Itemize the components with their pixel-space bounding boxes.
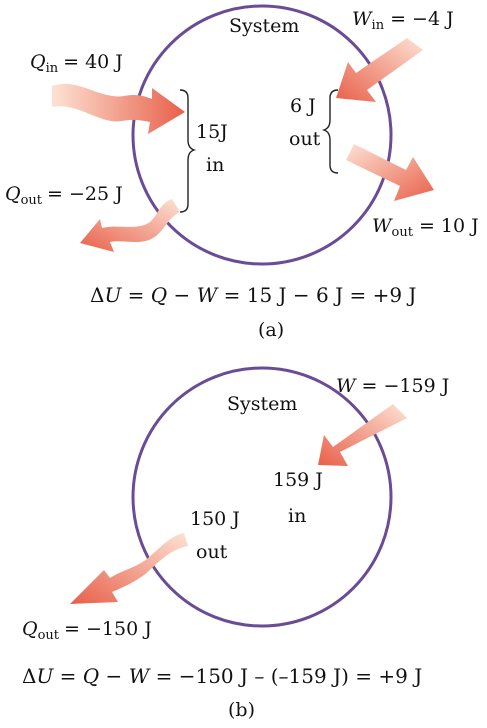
heat-net-direction-b: out — [196, 541, 228, 563]
equation-b: ΔU = Q − W = −150 J – (–159 J) = +9 J — [22, 664, 422, 688]
heat-net-amount-a: 15J — [196, 121, 228, 143]
svg-text:Qin= 40 J: Qin= 40 J — [30, 51, 123, 76]
work-net-direction-a: out — [289, 128, 321, 150]
svg-text:Qout= −25 J: Qout= −25 J — [5, 183, 123, 208]
w-out-label: Wout= 10 J — [372, 215, 479, 240]
svg-text:Win= −4 J: Win= −4 J — [352, 8, 454, 33]
work-net-amount-a: 6 J — [290, 95, 316, 117]
w-in-label: Win= −4 J — [352, 8, 454, 33]
work-in-arrow — [336, 38, 423, 102]
svg-text:Qout= −150 J: Qout= −150 J — [22, 618, 152, 643]
heat-in-arrow — [52, 83, 185, 134]
work-in-arrow-b — [318, 404, 407, 466]
work-brace-a — [321, 89, 339, 174]
caption-a: (a) — [258, 319, 284, 341]
work-out-arrow — [346, 144, 434, 201]
caption-b: (b) — [228, 699, 255, 721]
w-label-b: W= −159 J — [336, 375, 449, 397]
system-circle-b — [131, 366, 393, 628]
diagram-a: System Qin= 40 J Qout= −25 J Win= −4 J W… — [5, 4, 479, 341]
heat-brace-a — [179, 89, 197, 213]
system-label-b: System — [227, 393, 297, 415]
system-circle-a — [131, 4, 393, 266]
diagram-b: System W= −159 J Qout= −150 J 159 J in 1… — [22, 366, 449, 721]
work-net-direction-b: in — [288, 505, 306, 527]
svg-text:W= −159 J: W= −159 J — [336, 375, 449, 397]
q-out-label: Qout= −25 J — [5, 183, 123, 208]
equation-a: ΔU = Q − W = 15 J − 6 J = +9 J — [90, 283, 416, 307]
work-net-amount-b: 159 J — [273, 469, 323, 491]
heat-out-arrow-b — [70, 533, 188, 604]
heat-out-arrow — [80, 199, 180, 252]
q-in-label: Qin= 40 J — [30, 51, 123, 76]
heat-net-amount-b: 150 J — [190, 508, 240, 530]
svg-text:Wout= 10 J: Wout= 10 J — [372, 215, 479, 240]
system-label-a: System — [229, 15, 299, 37]
heat-net-direction-a: in — [206, 154, 224, 176]
q-out-label-b: Qout= −150 J — [22, 618, 152, 643]
